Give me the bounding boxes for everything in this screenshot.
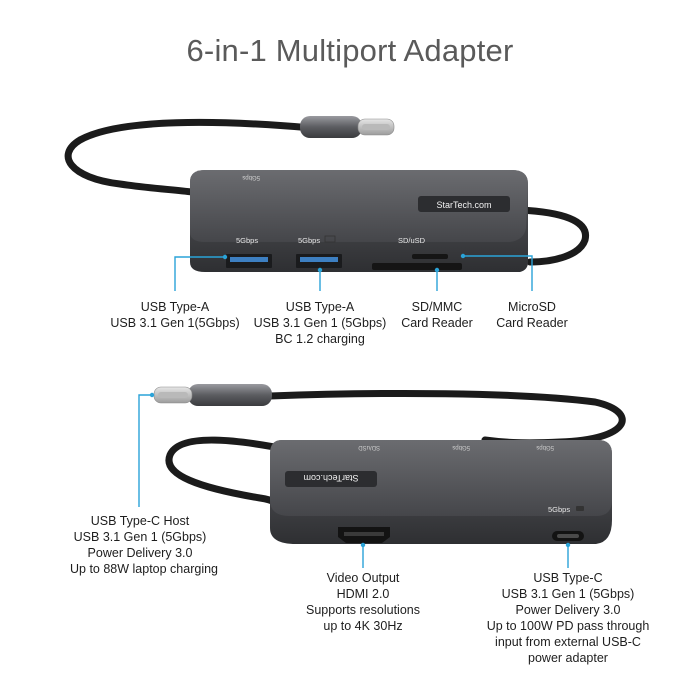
bottom-usbc-marking: 5Gbps	[548, 505, 570, 514]
top-hub-body: StarTech.com 5Gbps	[190, 170, 528, 272]
callout-usb-c-host: USB Type-C Host USB 3.1 Gen 1 (5Gbps) Po…	[70, 514, 219, 576]
top-microsd-slot	[412, 254, 448, 259]
bottom-usb-a2-marking: 5Gbps	[452, 444, 470, 450]
bottom-brand-logo: StarTech.com	[303, 473, 358, 483]
top-usbc-marking: 5Gbps	[242, 174, 260, 180]
bottom-usb-a1-marking: 5Gbps	[536, 444, 554, 450]
top-usb-a2-marking: 5Gbps	[298, 236, 320, 245]
top-card-marking: SD/uSD	[398, 236, 426, 245]
callout-usb-a2: USB Type-A USB 3.1 Gen 1 (5Gbps) BC 1.2 …	[253, 300, 387, 346]
bottom-callout-lines	[138, 392, 571, 568]
callout-line-usb-a1	[174, 256, 225, 291]
top-sd-slot	[372, 263, 462, 270]
top-brand-logo: StarTech.com	[436, 200, 491, 210]
bottom-device: StarTech.com SD/uSD 5Gbps 5Gbps 5Gbps	[153, 384, 626, 544]
bottom-cable	[266, 390, 626, 447]
callout-sd: SD/MMC Card Reader	[401, 300, 473, 330]
callout-hdmi: Video Output HDMI 2.0 Supports resolutio…	[306, 571, 420, 633]
top-cable-tail	[516, 206, 589, 266]
bottom-usb-c-plug	[153, 384, 272, 406]
bottom-card-marking: SD/uSD	[358, 444, 380, 450]
bottom-hub-body: StarTech.com SD/uSD 5Gbps 5Gbps	[270, 440, 612, 544]
callout-usb-a1: USB Type-A USB 3.1 Gen 1(5Gbps)	[110, 300, 240, 330]
callout-microsd: MicroSD Card Reader	[496, 300, 568, 330]
top-usb-c-plug	[300, 116, 395, 138]
page-title: 6-in-1 Multiport Adapter	[186, 33, 514, 68]
callout-line-microsd	[463, 255, 533, 291]
callout-line-host	[138, 394, 152, 507]
top-usb-a1-marking: 5Gbps	[236, 236, 258, 245]
callout-usb-c: USB Type-C USB 3.1 Gen 1 (5Gbps) Power D…	[486, 571, 650, 665]
top-callout-lines	[174, 253, 533, 291]
top-cable	[64, 118, 316, 200]
top-device: StarTech.com 5Gbps 5Gbps 5Gbps SD/uSD	[64, 116, 589, 272]
